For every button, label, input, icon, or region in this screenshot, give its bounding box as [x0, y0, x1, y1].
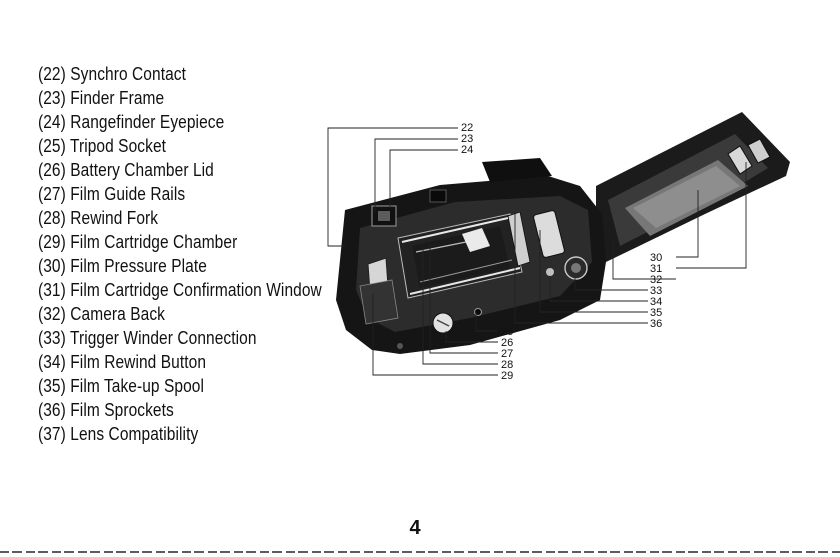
legend-item-23: (23) Finder Frame [38, 88, 165, 108]
legend-item-30: (30) Film Pressure Plate [38, 256, 207, 276]
legend-item-26: (26) Battery Chamber Lid [38, 160, 214, 180]
legend-item-31: (31) Film Cartridge Confirmation Window [38, 280, 322, 300]
callout-32: 32 [650, 274, 662, 286]
legend-item-22: (22) Synchro Contact [38, 64, 186, 84]
legend-item-25: (25) Tripod Socket [38, 136, 167, 156]
camera-body [336, 158, 606, 354]
legend-item-35: (35) Film Take-up Spool [38, 376, 205, 396]
callout-29: 29 [501, 370, 513, 382]
legend-item-32: (32) Camera Back [38, 304, 165, 324]
guide-rail-top [401, 217, 509, 243]
legend-item-27: (27) Film Guide Rails [38, 184, 186, 204]
legend-item-33: (33) Trigger Winder Connection [38, 328, 257, 348]
callout-34: 34 [650, 296, 662, 308]
bottom-rule [0, 551, 840, 553]
callout-36: 36 [650, 318, 662, 330]
callout-26: 26 [501, 337, 513, 349]
callout-31: 31 [650, 263, 662, 275]
camera-back-door [596, 112, 790, 262]
legend-item-24: (24) Rangefinder Eyepiece [38, 112, 225, 132]
callout-27: 27 [501, 348, 513, 360]
legend-item-37: (37) Lens Compatibility [38, 424, 199, 444]
callout-33: 33 [650, 285, 662, 297]
legend-item-29: (29) Film Cartridge Chamber [38, 232, 238, 252]
callout-23: 23 [461, 133, 473, 145]
callout-25: 25 [501, 326, 513, 338]
parts-legend: (22) Synchro Contact (23) Finder Frame (… [38, 62, 368, 446]
callout-numbers: 22 23 24 25 26 27 28 29 30 31 32 33 34 3… [461, 122, 662, 382]
legend-item-34: (34) Film Rewind Button [38, 352, 207, 372]
callout-35: 35 [650, 307, 662, 319]
callout-24: 24 [461, 144, 473, 156]
guide-rail-bottom [409, 267, 521, 295]
callout-30: 30 [650, 252, 662, 264]
callout-22: 22 [461, 122, 473, 134]
page-number: 4 [409, 517, 421, 539]
legend-item-28: (28) Rewind Fork [38, 208, 159, 228]
legend-item-36: (36) Film Sprockets [38, 400, 174, 420]
leader-lines [327, 127, 747, 376]
callout-28: 28 [501, 359, 513, 371]
